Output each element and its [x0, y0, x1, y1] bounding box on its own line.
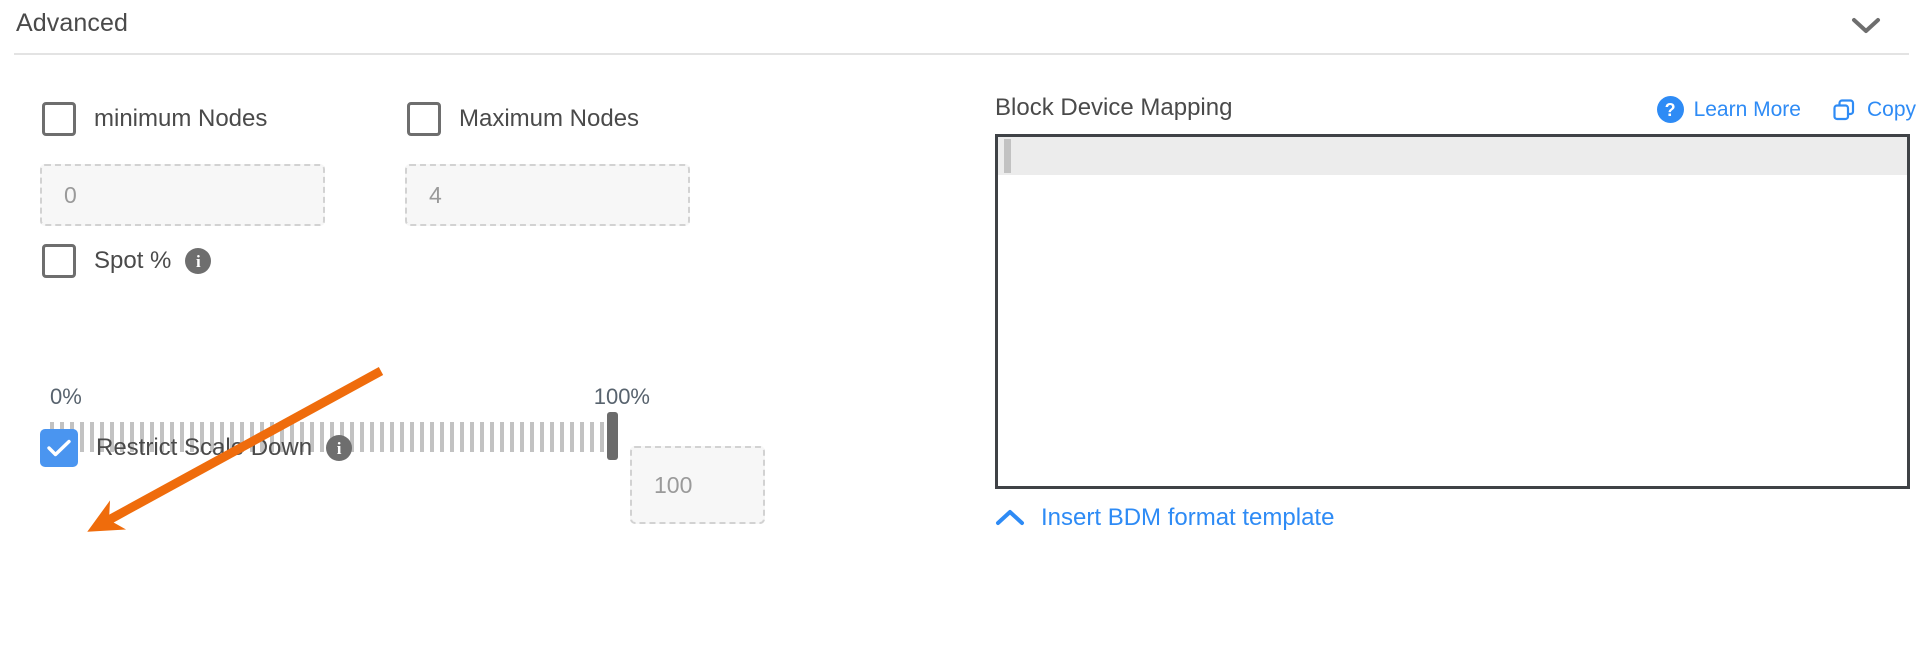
restrict-scale-down-info-icon[interactable]: i — [326, 435, 353, 461]
copy-icon — [1831, 97, 1857, 123]
spot-percent-label: Spot % — [94, 247, 172, 274]
maximum-nodes-label: Maximum Nodes — [459, 105, 640, 132]
copy-label: Copy — [1866, 97, 1916, 121]
restrict-scale-down-label: Restrict Scale Down — [96, 434, 313, 461]
chevron-down-icon[interactable] — [1838, 8, 1894, 44]
spot-percent-checkbox[interactable] — [42, 244, 76, 278]
spot-percent-value-input[interactable]: 100 — [630, 446, 765, 524]
editor-active-line — [998, 137, 1907, 175]
slider-thumb[interactable] — [607, 412, 618, 460]
slider-min-label: 0% — [50, 384, 82, 409]
right-column: Block Device Mapping ? Learn More Copy — [995, 54, 1920, 656]
maximum-nodes-input[interactable]: 4 — [405, 164, 690, 226]
minimum-nodes-label: minimum Nodes — [94, 105, 268, 132]
spot-percent-row: Spot % i — [42, 244, 212, 278]
header-divider — [14, 53, 1909, 55]
minimum-nodes-row: minimum Nodes — [42, 102, 267, 136]
minimum-nodes-input[interactable]: 0 — [40, 164, 325, 226]
slider-max-label: 100% — [593, 384, 650, 409]
spot-percent-info-icon[interactable]: i — [185, 248, 212, 274]
maximum-nodes-checkbox[interactable] — [407, 102, 441, 136]
restrict-scale-down-row: Restrict Scale Down i — [40, 429, 353, 467]
minimum-nodes-checkbox[interactable] — [42, 102, 76, 136]
question-mark-circle-icon: ? — [1656, 96, 1684, 123]
learn-more-label: Learn More — [1693, 97, 1801, 121]
copy-link[interactable]: Copy — [1831, 97, 1916, 123]
restrict-scale-down-checkbox[interactable] — [40, 429, 78, 467]
section-header: Advanced — [0, 0, 1920, 55]
page-title: Advanced — [16, 9, 128, 37]
block-device-mapping-actions: ? Learn More Copy — [1656, 96, 1916, 123]
editor-cursor — [1004, 139, 1011, 173]
block-device-mapping-editor[interactable] — [995, 134, 1910, 489]
block-device-mapping-title: Block Device Mapping — [995, 94, 1233, 121]
insert-bdm-template-label: Insert BDM format template — [1041, 504, 1335, 531]
maximum-nodes-row: Maximum Nodes — [407, 102, 639, 136]
insert-bdm-template-link[interactable]: Insert BDM format template — [995, 504, 1334, 532]
left-column: minimum Nodes Maximum Nodes 0 4 Spot % i… — [0, 54, 960, 656]
chevron-up-icon — [995, 509, 1025, 527]
learn-more-link[interactable]: ? Learn More — [1656, 96, 1801, 123]
